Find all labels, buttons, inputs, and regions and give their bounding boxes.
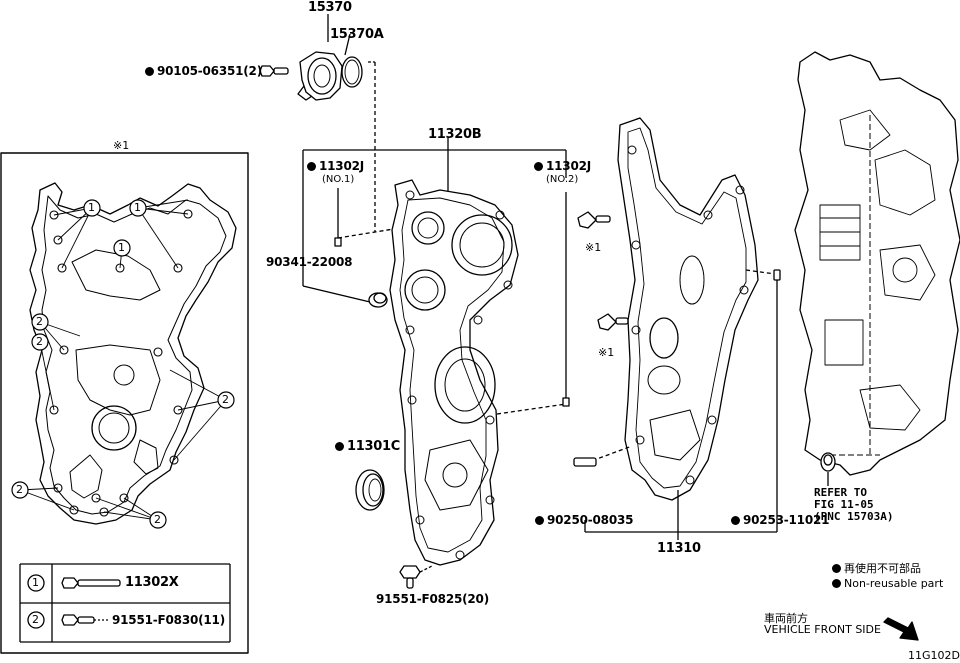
label-11320b: 11320B	[428, 127, 482, 142]
direction-en: VEHICLE FRONT SIDE	[764, 623, 881, 636]
callout-2: 2	[36, 335, 43, 348]
timing-cover-11310	[617, 117, 759, 501]
callout-2: 2	[222, 393, 229, 406]
mark-1-lower: ※1	[598, 346, 615, 359]
label-90341-22008: 90341-22008	[266, 255, 353, 269]
oil-seal-11301c	[355, 469, 385, 511]
legend-part-91551-f0830: 91551-F0830(11)	[112, 613, 225, 627]
note-reuse-jp: 再使用不可部品	[832, 560, 921, 576]
refer-line-1[interactable]: REFER TO	[814, 486, 867, 499]
inset-mark-1: ※1	[113, 139, 130, 152]
inset-cover-outline	[29, 182, 237, 525]
direction-jp: 車両前方	[764, 612, 808, 625]
inset-box	[0, 152, 249, 654]
mark-1-upper: ※1	[585, 241, 602, 254]
label-90253-11021: 90253-11021	[731, 513, 829, 527]
label-11301c: 11301C	[335, 439, 400, 454]
callout-2: 2	[154, 513, 161, 526]
label-11302j-no2-sub: (NO.2)	[546, 174, 579, 185]
callout-1: 1	[134, 201, 141, 214]
legend-num-2: 2	[32, 613, 39, 626]
label-90105-06351: 90105-06351(2)	[145, 64, 262, 78]
front-direction-arrow	[883, 617, 919, 641]
callout-1: 1	[118, 241, 125, 254]
label-90250-08035: 90250-08035	[535, 513, 633, 527]
label-15370a: 15370A	[330, 27, 384, 42]
label-11310: 11310	[657, 541, 701, 556]
refer-line-2[interactable]: FIG 11-05	[814, 498, 874, 511]
label-91551-f0825: 91551-F0825(20)	[376, 592, 489, 606]
label-15370: 15370	[308, 0, 352, 15]
callout-1: 1	[88, 201, 95, 214]
label-11302j-no2: 11302J	[534, 159, 591, 173]
label-11302j-no1: 11302J	[307, 159, 364, 173]
figure-id: 11G102D	[908, 649, 960, 662]
oring-15370a	[341, 56, 363, 88]
label-11302j-no1-sub: (NO.1)	[322, 174, 355, 185]
legend-part-11302x: 11302X	[125, 575, 179, 590]
legend-num-1: 1	[32, 576, 39, 589]
callout-2: 2	[36, 315, 43, 328]
refer-line-3[interactable]: (PNC 15703A)	[814, 510, 894, 523]
callout-2: 2	[16, 483, 23, 496]
engine-block	[794, 51, 960, 476]
note-reuse-en: Non-reusable part	[832, 577, 943, 590]
timing-cover-center	[389, 179, 519, 566]
